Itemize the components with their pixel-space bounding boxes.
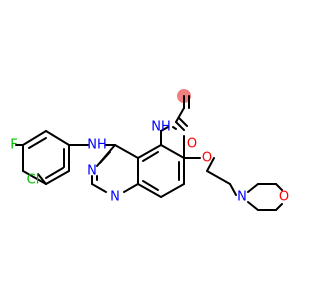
bond	[247, 201, 259, 211]
bond	[99, 151, 111, 164]
ether-oxygen-label: O	[202, 151, 212, 166]
bond	[275, 203, 283, 211]
bond	[137, 144, 162, 159]
morpholine-oxygen-label: O	[279, 190, 289, 205]
structure-canvas: F Cl NH N N NH O O N O	[10, 89, 289, 211]
bond	[45, 170, 70, 185]
bond	[229, 183, 237, 196]
bond	[160, 126, 169, 132]
morpholine-nitrogen-label: N	[237, 190, 247, 205]
quinazoline-n3-label: N	[110, 190, 120, 205]
bond	[22, 130, 47, 146]
bond	[137, 183, 162, 198]
bond	[178, 117, 188, 127]
bond	[206, 170, 231, 185]
bond	[91, 183, 107, 193]
bond	[45, 167, 64, 179]
carbonyl-oxygen-label: O	[187, 137, 197, 152]
bond	[22, 170, 47, 185]
bond	[160, 183, 185, 198]
bond	[247, 183, 259, 193]
bond	[123, 183, 139, 193]
bond	[172, 126, 177, 130]
bond	[175, 121, 185, 131]
atom-labels: F Cl NH N N NH O O N O	[10, 120, 289, 205]
bond	[206, 157, 215, 172]
bond	[37, 173, 47, 185]
quinazoline-n1-label: N	[87, 164, 97, 179]
bond	[175, 107, 185, 123]
bond	[142, 180, 159, 191]
bond	[28, 137, 47, 149]
amine-nh-label: NH	[87, 138, 107, 153]
bond	[275, 183, 283, 191]
bonds	[15, 95, 283, 211]
bond	[114, 144, 139, 159]
bond	[160, 144, 185, 159]
molecule-drawing: F Cl NH N N NH O O N O	[10, 89, 289, 211]
bond	[142, 151, 159, 162]
chlorine-label: Cl	[27, 173, 40, 188]
amide-nh-label: NH	[151, 120, 171, 135]
fluorine-label: F	[10, 138, 17, 153]
bond	[45, 130, 70, 146]
